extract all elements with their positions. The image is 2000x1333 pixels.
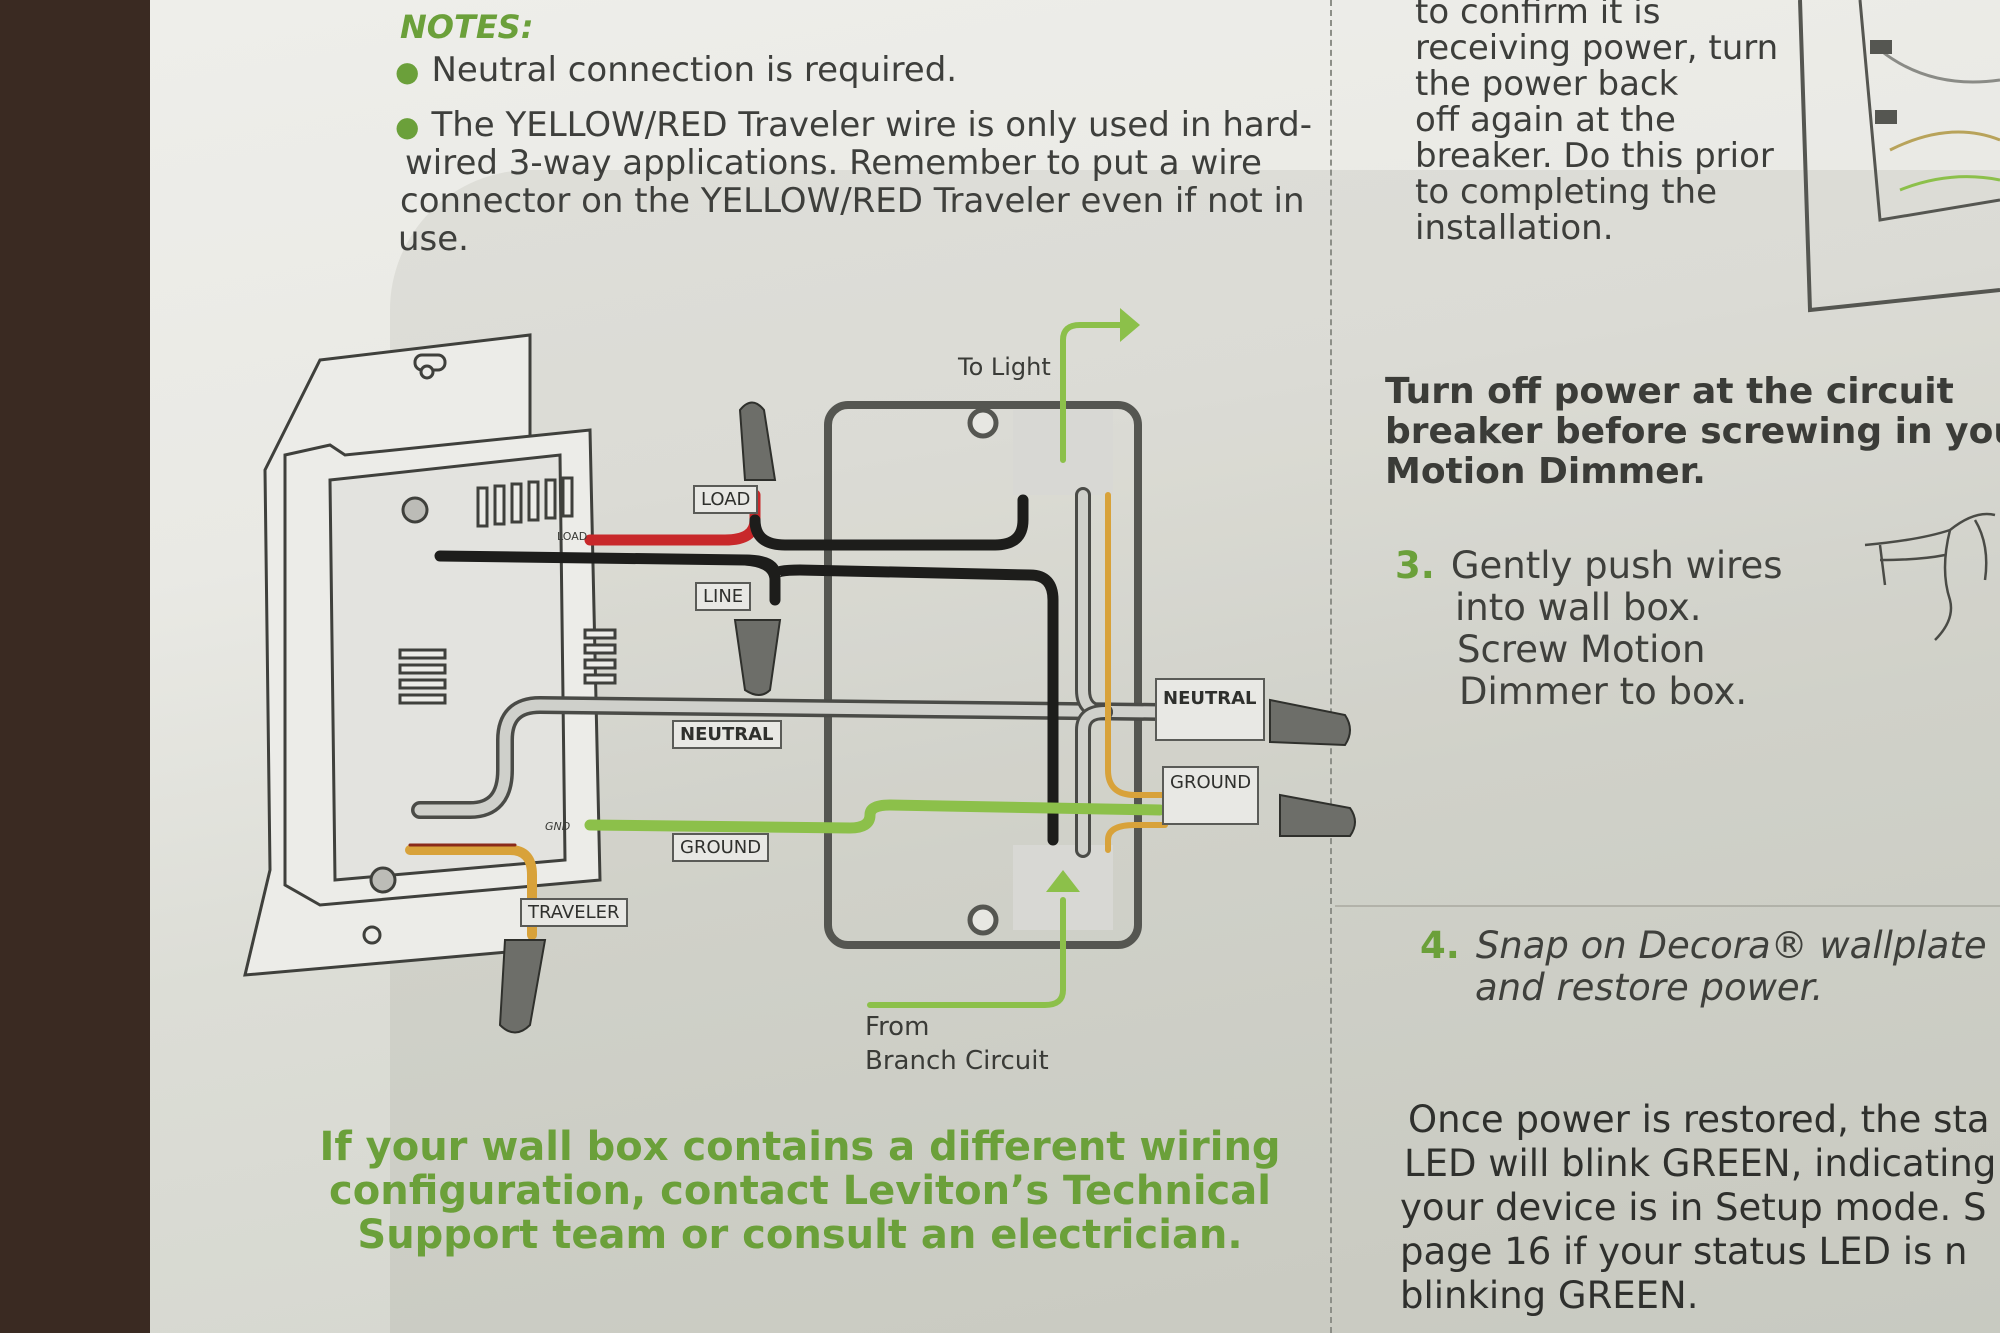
restore-line: blinking GREEN. <box>1400 1274 1699 1317</box>
neutral-right-label: NEUTRAL <box>1155 678 1265 741</box>
wire-nut-neutral <box>1269 698 1351 747</box>
to-light-arrow <box>1060 322 1128 463</box>
wire-nut-traveler <box>498 939 547 1034</box>
fold-line-vertical <box>1330 0 1332 1333</box>
from-branch-arrowhead <box>1046 870 1080 892</box>
paper-shadow <box>390 170 2000 1333</box>
yellow-light <box>1105 492 1168 798</box>
step-3-line: Dimmer to box. <box>1459 670 1748 713</box>
restore-line: LED will blink GREEN, indicating <box>1404 1142 1997 1185</box>
step-4-line: and restore power. <box>1475 966 1824 1009</box>
wire-nut-ground <box>1279 793 1356 837</box>
neutral-wire-fill <box>414 699 1166 816</box>
hand-illustration <box>1864 512 1996 641</box>
confirm-line: to confirm it is <box>1415 0 1661 32</box>
restore-line: your device is in Setup mode. S <box>1400 1186 1987 1229</box>
step-4-line: Snap on Decora® wallplate <box>1475 924 1987 967</box>
device-gnd-terminal: GND <box>545 820 571 833</box>
wire-nut-load <box>738 401 777 481</box>
confirm-line: off again at the <box>1415 100 1676 140</box>
traveler-wire <box>405 845 537 940</box>
step-3: 3. Gently push wires into wall box. Screw… <box>1395 545 1783 713</box>
note-traveler-line3: connector on the YELLOW/RED Traveler eve… <box>400 181 1305 221</box>
from-branch-line: From <box>865 1012 930 1042</box>
neutral-feed-fill <box>1078 490 1110 717</box>
ground-left-label: GROUND <box>672 833 770 862</box>
contact-note-line: configuration, contact Leviton’s Technic… <box>329 1168 1271 1214</box>
note-traveler-line2: wired 3-way applications. Remember to pu… <box>405 143 1262 183</box>
wall-box <box>824 401 1142 949</box>
confirm-line: installation. <box>1415 208 1614 248</box>
step-4: 4. Snap on Decora® wallplate and restore … <box>1420 925 1987 1009</box>
contact-note-line: Support team or consult an electrician. <box>357 1212 1243 1258</box>
note-traveler-line4: use. <box>398 219 469 259</box>
confirm-line: to completing the <box>1415 172 1718 212</box>
wire-nut-line <box>733 619 782 696</box>
contact-note-line: If your wall box contains a different wi… <box>319 1124 1281 1170</box>
from-branch-line: Branch Circuit <box>865 1046 1049 1076</box>
from-branch-arrow <box>867 897 1066 1008</box>
load-to-light <box>749 494 1029 551</box>
confirm-line: breaker. Do this prior <box>1415 136 1774 176</box>
ground-right-label: GROUND <box>1162 766 1260 825</box>
yellow-branch <box>1105 822 1168 853</box>
restore-line: Once power is restored, the sta <box>1408 1098 1990 1141</box>
wires <box>405 322 1169 1008</box>
power-restored-paragraph: Once power is restored, the sta LED will… <box>1400 1098 1996 1318</box>
wallbox-illustration <box>1798 0 2000 313</box>
line-to-box <box>739 554 1059 846</box>
ground-wire <box>584 799 1166 834</box>
fold-line-horizontal <box>1335 905 2000 907</box>
step-4-number: 4. <box>1420 924 1460 967</box>
confirm-line: the power back <box>1415 64 1679 104</box>
wire-nuts <box>498 401 1356 1034</box>
warning-line: breaker before screwing in your <box>1385 411 2000 452</box>
note-traveler-line1: ●The YELLOW/RED Traveler wire is only us… <box>395 105 1313 145</box>
to-light-label: To Light <box>958 353 1051 381</box>
to-light-arrowhead <box>1120 308 1140 342</box>
confirm-paragraph: to confirm it is receiving power, turn t… <box>1415 0 1778 246</box>
motion-dimmer-device <box>243 333 617 977</box>
line-label: LINE <box>695 582 752 611</box>
neutral-left-label: NEUTRAL <box>672 720 782 749</box>
device-vents <box>398 476 617 705</box>
hand-sketch <box>1864 512 1996 641</box>
load-label: LOAD <box>693 485 759 514</box>
warning-line: Turn off power at the circuit <box>1385 371 1954 412</box>
traveler-label: TRAVELER <box>520 898 628 927</box>
wallbox-sketch <box>1798 0 2000 313</box>
neutral-branch-fill <box>1078 707 1110 855</box>
power-off-warning: Turn off power at the circuit breaker be… <box>1385 372 2000 492</box>
from-branch-label: From Branch Circuit <box>865 1010 1049 1078</box>
wiring-contact-note: If your wall box contains a different wi… <box>270 1125 1330 1257</box>
step-3-number: 3. <box>1395 544 1435 587</box>
restore-line: page 16 if your status LED is n <box>1400 1230 1968 1273</box>
device-load-terminal: LOAD <box>557 530 588 543</box>
step-3-line: Gently push wires <box>1450 544 1783 587</box>
step-3-line: Screw Motion <box>1457 628 1706 671</box>
notes-title: NOTES: <box>400 8 534 46</box>
step-3-line: into wall box. <box>1455 586 1702 629</box>
warning-line: Motion Dimmer. <box>1385 451 1706 492</box>
confirm-line: receiving power, turn <box>1415 28 1779 68</box>
note-neutral: ●Neutral connection is required. <box>395 50 958 90</box>
